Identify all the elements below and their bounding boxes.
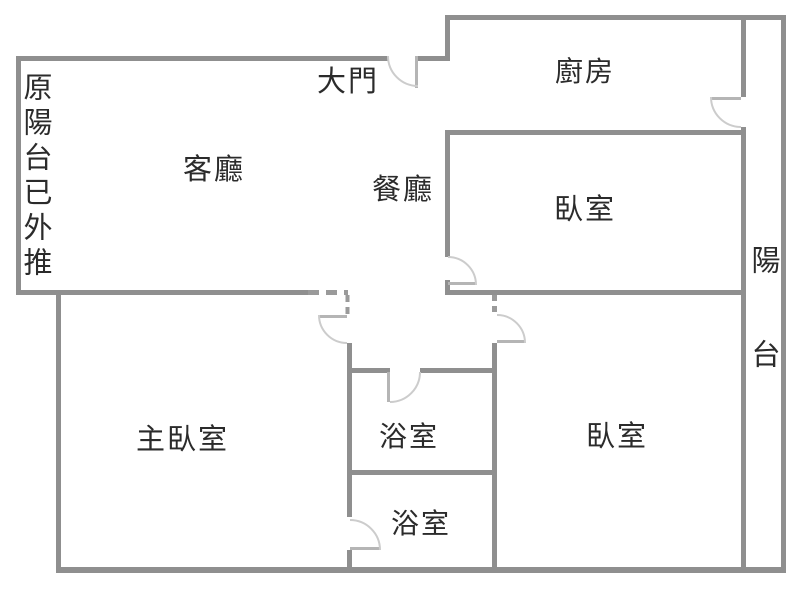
wall-baths-divider [347,470,497,475]
wall-living-bottom [16,290,308,295]
wall-bath-upper-top-right [420,368,497,373]
room-label-living: 客廳 [183,154,246,186]
room-label-kitchen: 廚房 [555,57,616,88]
door-panels [319,56,741,550]
bath-upper-door-arc [389,371,421,403]
wall-kitchen-left-upper [445,15,450,61]
room-label-bedroom-bottom: 臥室 [586,421,649,453]
wall-balcony-inner-upper [741,15,746,97]
wall-bedroom-top-top [445,130,746,135]
bedroom-top-door-arc [447,256,477,286]
wall-balcony-inner-lower [741,127,746,572]
room-label-entrance: 大門 [317,66,380,98]
wall-kitchen-top [445,15,786,20]
door-arcs [318,55,742,551]
room-label-dining: 餐廳 [372,174,435,206]
room-label-bathroom-upper: 浴室 [379,422,440,453]
walls [16,15,786,573]
wall-bath-upper-top-left [347,368,390,373]
wall-top-door-stub [418,56,450,61]
main-door-arc [387,55,419,87]
wall-master-right-lower [347,550,352,567]
wall-bottom-outer [56,567,786,573]
room-label-bedroom-top: 臥室 [554,194,617,226]
wall-bedroom-bottom-left [492,343,497,567]
wall-top-left [16,56,388,61]
master-door-arc [318,314,348,344]
wall-bedroom-top-left [445,130,450,257]
wall-right-outer [781,15,786,573]
room-label-balcony: 陽台 [747,245,779,433]
kitchen-balcony-door-arc [710,96,742,128]
dashed-walls [308,290,497,315]
bedroom-bottom-door-arc [496,314,526,344]
bath-lower-door-arc [349,519,381,551]
room-label-master-bedroom: 主臥室 [136,424,230,456]
room-label-balcony-note: 原陽台已外推 [19,72,51,282]
wall-bedroom-top-left-stub [445,280,450,295]
room-label-bathroom-lower: 浴室 [391,509,452,540]
wall-left-outer [16,56,21,295]
wall-master-right-upper [347,343,352,517]
wall-master-left [56,293,61,572]
wall-bedrooms-divider [445,290,746,295]
